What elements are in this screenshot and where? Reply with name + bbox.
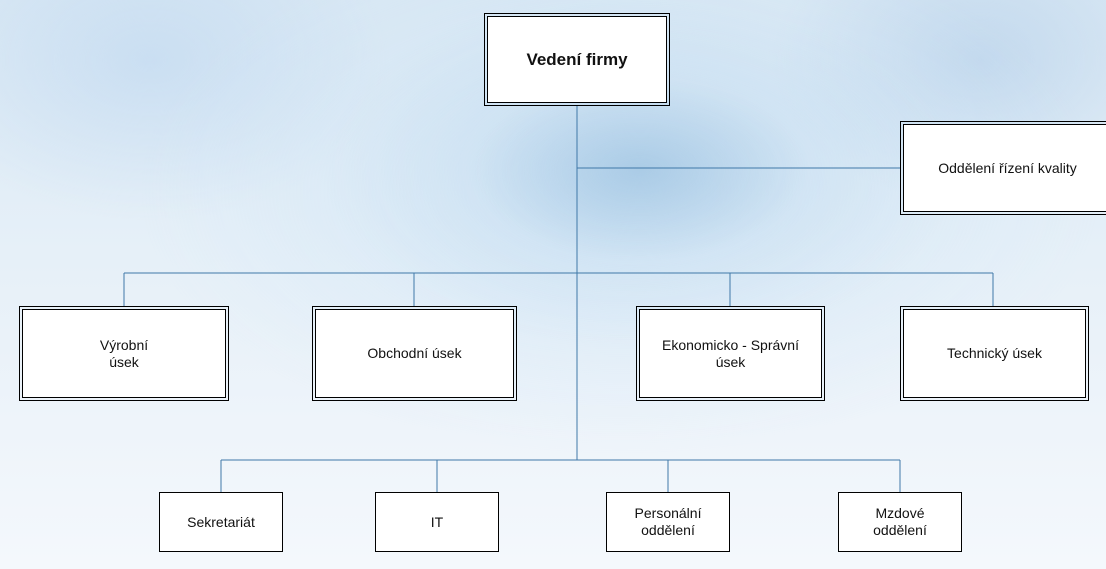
node-it-department: IT — [375, 492, 499, 552]
node-sales-division: Obchodní úsek — [312, 306, 517, 401]
node-economic-division: Ekonomicko - Správní úsek — [636, 306, 825, 401]
node-production-division-line2: úsek — [109, 353, 139, 370]
node-payroll-department-line1: Mzdové — [875, 505, 925, 521]
node-it-department-line1: IT — [430, 513, 444, 530]
node-secretariat: Sekretariát — [159, 492, 283, 552]
node-secretariat-line1: Sekretariát — [187, 513, 255, 530]
node-payroll-department: Mzdové oddělení — [838, 492, 962, 552]
node-production-division: Výrobní úsek — [19, 306, 229, 401]
node-personnel-department-line1: Personální — [634, 505, 702, 521]
node-production-division-line1: Výrobní — [99, 336, 149, 353]
node-personnel-department: Personální oddělení — [606, 492, 730, 552]
node-economic-division-line1: Ekonomicko - Správní — [662, 336, 799, 353]
node-technical-division: Technický úsek — [900, 306, 1089, 401]
node-personnel-department-line2: oddělení — [641, 522, 695, 538]
node-quality-department: Oddělení řízení kvality — [900, 121, 1106, 215]
node-sales-division-line1: Obchodní úsek — [367, 345, 462, 361]
node-technical-division-line1: Technický úsek — [947, 345, 1042, 361]
node-company-management-label: Vedení firmy — [526, 50, 628, 69]
node-economic-division-line2: úsek — [715, 353, 746, 370]
node-company-management: Vedení firmy — [484, 13, 670, 106]
node-quality-department-label: Oddělení řízení kvality — [938, 159, 1077, 176]
node-payroll-department-line2: oddělení — [873, 522, 927, 538]
